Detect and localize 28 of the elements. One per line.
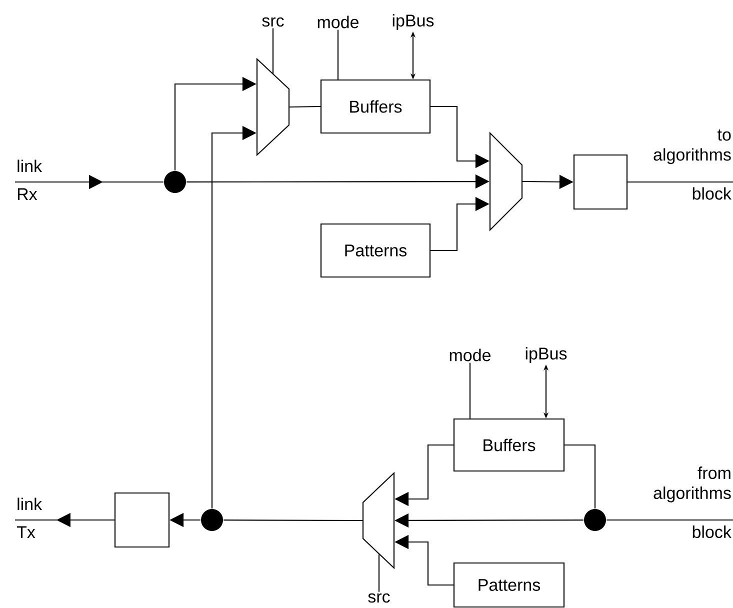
signal-label: ipBus [392,14,434,30]
port-label: to algorithms block [654,130,732,200]
patterns-box: Patterns [453,562,565,608]
buffers-box: Buffers [453,418,565,472]
connector-line [290,106,320,108]
connector-line [606,519,733,521]
connector-line [469,362,471,418]
signal-label: mode [450,348,491,362]
empty-box [114,492,170,548]
connector-line [337,30,339,80]
port-label: from algorithms block [654,466,732,538]
buffers-box: Buffers [320,79,431,134]
port-label: link Rx [18,160,42,200]
connector-line [564,444,596,508]
signal-label: src [368,593,390,603]
junction-dot [201,509,223,531]
port-label: link Tx [16,498,42,538]
connector-line [628,181,733,183]
empty-box [573,154,628,210]
junction-dot [164,171,186,193]
patterns-box: Patterns [320,223,431,278]
connector-line [224,520,362,522]
connector-line [378,554,380,592]
connector-line [272,28,274,74]
signal-label: mode [318,16,358,28]
junction-dot [584,509,606,531]
signal-label: src [262,17,284,27]
signal-label: ipBus [526,347,567,363]
